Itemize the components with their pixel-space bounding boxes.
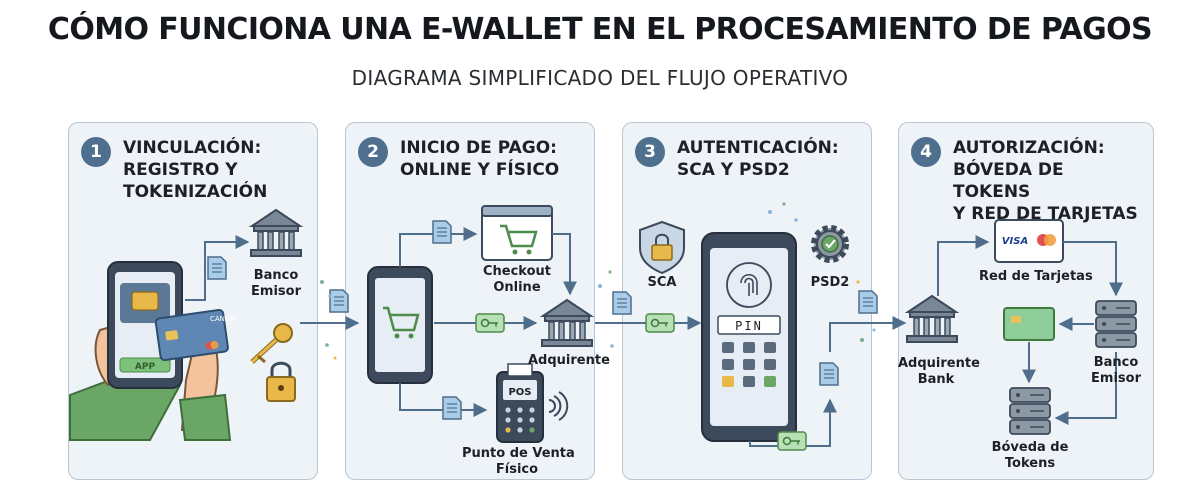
padlock-icon: [266, 361, 296, 402]
psd2-label: PSD2: [810, 275, 850, 290]
bank-icon: [906, 295, 958, 343]
checkout-window-icon: [481, 205, 553, 261]
step-2-title: INICIO DE PAGO:ONLINE Y FÍSICO: [400, 138, 560, 180]
decorative-dots: [320, 202, 876, 360]
sca-label: SCA: [647, 275, 677, 290]
pos-terminal-icon: [496, 363, 544, 443]
token-key-icon: [475, 313, 505, 333]
card-network-label: Red de Tarjetas: [979, 269, 1093, 284]
card-network-box: [994, 219, 1064, 263]
authentication-phone-icon: [701, 232, 797, 442]
pin-field-label: PIN: [735, 319, 763, 333]
contactless-icon: [548, 391, 569, 421]
app-label: APP: [135, 362, 156, 372]
document-icon: [207, 256, 227, 280]
issuer-server-icon: [1095, 300, 1137, 348]
step-4-badge: 4: [911, 137, 941, 167]
document-icon: [612, 291, 632, 315]
card-brand-text: CANOM: [210, 315, 236, 323]
step-2-badge: 2: [358, 137, 388, 167]
acquirer-label-step2: Adquirente: [528, 353, 610, 368]
hands-phone-illustration: [69, 261, 232, 441]
token-key-icon: [777, 431, 807, 451]
document-icon: [442, 396, 462, 420]
document-icon: [329, 289, 349, 313]
bank-icon: [250, 209, 302, 257]
document-icon: [432, 220, 452, 244]
step-3-badge: 3: [635, 137, 665, 167]
step-1-badge: 1: [81, 137, 111, 167]
sca-shield-icon: [639, 220, 685, 275]
token-key-icon: [645, 313, 675, 333]
page-subtitle: DIAGRAMA SIMPLIFICADO DEL FLUJO OPERATIV…: [351, 66, 849, 90]
credit-card-icon: [154, 308, 229, 362]
page-title: CÓMO FUNCIONA UNA E-WALLET EN EL PROCESA…: [47, 12, 1153, 47]
phone-cart-icon: [367, 266, 433, 384]
pos-screen-label: POS: [508, 387, 531, 398]
visa-logo-text: VISA: [1002, 236, 1028, 247]
token-card-icon: [1003, 307, 1055, 341]
psd2-gear-icon: [811, 225, 849, 263]
document-icon: [819, 362, 839, 386]
document-icon: [858, 290, 878, 314]
step-3-title: AUTENTICACIÓN:SCA Y PSD2: [677, 138, 839, 180]
token-vault-server-icon: [1009, 387, 1051, 435]
key-icon: [250, 323, 293, 364]
bank-icon: [541, 299, 593, 347]
